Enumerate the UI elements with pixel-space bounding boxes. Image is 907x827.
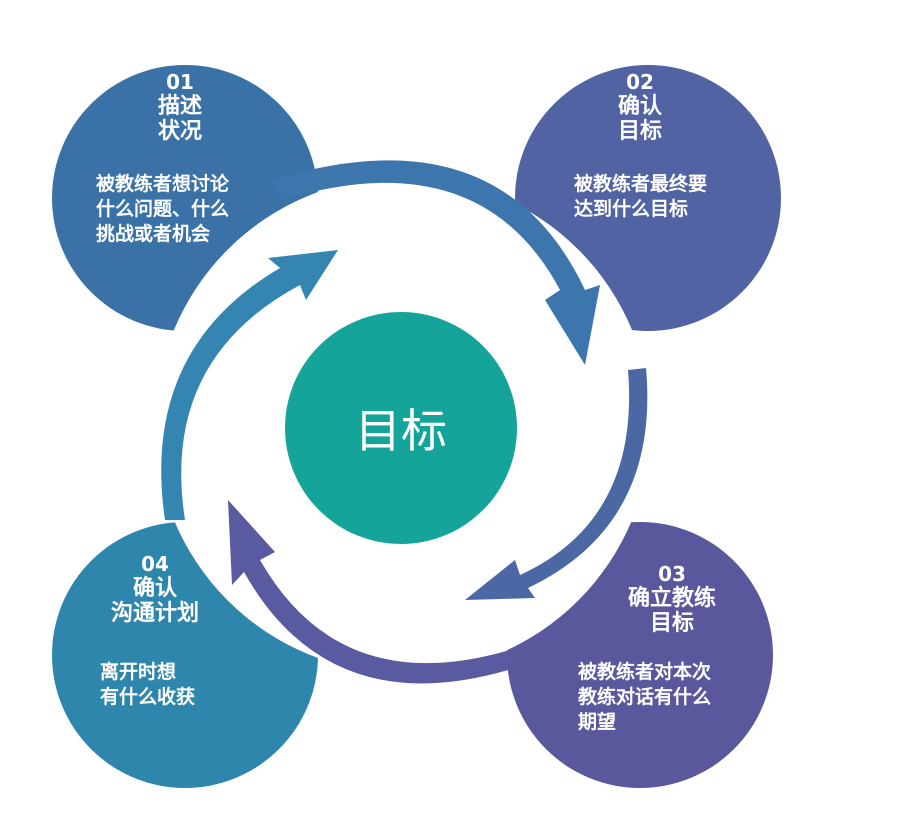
arrow-01-to-02 bbox=[272, 160, 600, 365]
step-04-title-line2: 沟通计划 bbox=[110, 601, 199, 626]
step-03-title-line2: 目标 bbox=[649, 611, 694, 636]
step-01-description: 被教练者想讨论 什么问题、什么 挑战或者机会 bbox=[96, 172, 266, 247]
step-02-title-line1: 确认 bbox=[617, 94, 662, 119]
step-04-description: 离开时想 有什么收获 bbox=[100, 660, 250, 710]
step-03-desc-line2: 教练对话有什么 bbox=[578, 686, 712, 708]
step-04-desc-line1: 离开时想 bbox=[100, 661, 177, 683]
step-01-desc-line3: 挑战或者机会 bbox=[96, 223, 211, 245]
step-01-desc-line2: 什么问题、什么 bbox=[96, 198, 230, 220]
center-circle bbox=[285, 312, 517, 544]
step-04-title-line1: 确认 bbox=[132, 576, 177, 601]
step-03-desc-line3: 期望 bbox=[578, 711, 617, 733]
step-04-label: 04 确认 沟通计划 bbox=[100, 552, 210, 626]
step-03-title-line1: 确立教练 bbox=[627, 586, 716, 611]
arrow-02-to-03 bbox=[465, 368, 648, 600]
center-label: 目标 bbox=[355, 404, 447, 458]
step-02-label: 02 确认 目标 bbox=[600, 70, 680, 144]
arrow-04-to-01 bbox=[161, 250, 338, 520]
step-02-description: 被教练者最终要 达到什么目标 bbox=[574, 172, 744, 222]
step-02-title-line2: 目标 bbox=[617, 119, 662, 144]
step-02-desc-line2: 达到什么目标 bbox=[574, 198, 689, 220]
step-03-desc-line1: 被教练者对本次 bbox=[578, 661, 712, 683]
step-01-title-line1: 描述 bbox=[157, 94, 202, 119]
step-01-number: 01 bbox=[166, 70, 194, 94]
arrow-03-to-04 bbox=[228, 500, 515, 684]
step-01-label: 01 描述 状况 bbox=[140, 70, 220, 144]
step-01-title-line2: 状况 bbox=[157, 119, 202, 144]
step-04-desc-line2: 有什么收获 bbox=[100, 686, 196, 708]
step-02-desc-line1: 被教练者最终要 bbox=[574, 173, 708, 195]
step-03-number: 03 bbox=[658, 562, 686, 586]
step-01-desc-line1: 被教练者想讨论 bbox=[96, 173, 230, 195]
step-02-number: 02 bbox=[626, 70, 654, 94]
step-03-label: 03 确立教练 目标 bbox=[612, 562, 732, 636]
step-04-number: 04 bbox=[141, 552, 169, 576]
step-03-description: 被教练者对本次 教练对话有什么 期望 bbox=[578, 660, 748, 735]
